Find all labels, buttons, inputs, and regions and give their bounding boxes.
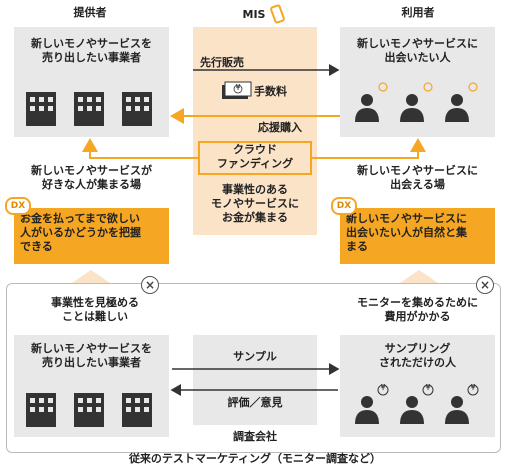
mis-column <box>193 27 317 235</box>
crowdfunding-label: クラウド ファンディング <box>216 143 294 170</box>
yen-coin-icons <box>377 384 479 396</box>
fee-label: 手数料 <box>254 85 287 98</box>
support-buy-label: 応援購入 <box>258 121 302 134</box>
money-bill-icon <box>222 81 252 99</box>
left-x-icon: × <box>141 276 159 294</box>
mis-money-label: 事業性のある モノやサービスに お金が集まる <box>211 183 299 224</box>
right-meet-label: 新しいモノやサービスに 出会える場 <box>357 164 478 191</box>
top-user-text: 新しいモノやサービスに 出会いたい人 <box>357 37 478 64</box>
bottom-survey-box <box>193 335 317 425</box>
provider-title: 提供者 <box>73 6 107 19</box>
mis-title: MIS <box>242 8 266 21</box>
right-up-triangle <box>400 270 438 283</box>
yen-label-1: ¥ <box>380 383 386 392</box>
yen-label-3: ¥ <box>470 383 476 392</box>
user-title: 利用者 <box>401 6 435 19</box>
survey-company-label: 調査会社 <box>233 430 277 443</box>
left-up-triangle <box>72 270 110 283</box>
traditional-label: 従来のテストマーケティング（モニター調査など） <box>128 452 382 465</box>
presale-label: 先行販売 <box>200 56 244 69</box>
top-people-icons <box>355 94 469 122</box>
bill-yen-label: ¥ <box>235 83 241 92</box>
sample-label: サンプル <box>233 350 277 363</box>
bulb-icons <box>378 82 478 92</box>
right-cost-label: モニターを集めるために 費用がかかる <box>357 296 478 323</box>
crowdfunding-box <box>198 141 312 175</box>
yen-label-2: ¥ <box>425 383 431 392</box>
left-dx-box: お金を払ってまで欲しい 人がいるかどうかを把握 できる <box>14 208 169 264</box>
cf-left-connector <box>82 138 198 159</box>
bottom-people-icons <box>355 396 469 424</box>
traditional-container <box>6 283 501 453</box>
left-gather-label: 新しいモノやサービスが 好きな人が集まる場 <box>31 164 152 191</box>
left-dx-badge: DX <box>5 197 31 215</box>
top-provider-text: 新しいモノやサービスを 売り出したい事業者 <box>31 37 152 64</box>
right-x-icon: × <box>476 276 494 294</box>
bottom-user-text: サンプリング されただけの人 <box>379 342 456 369</box>
cf-right-connector <box>312 138 426 159</box>
bottom-provider-text: 新しいモノやサービスを 売り出したい事業者 <box>31 342 152 369</box>
left-hard-label: 事業性を見極める ことは難しい <box>51 296 139 323</box>
right-dx-box: 新しいモノやサービスに 出会いたい人が自然と集 まる <box>340 208 495 264</box>
eval-label: 評価／意見 <box>227 396 283 409</box>
right-dx-badge: DX <box>331 197 357 215</box>
